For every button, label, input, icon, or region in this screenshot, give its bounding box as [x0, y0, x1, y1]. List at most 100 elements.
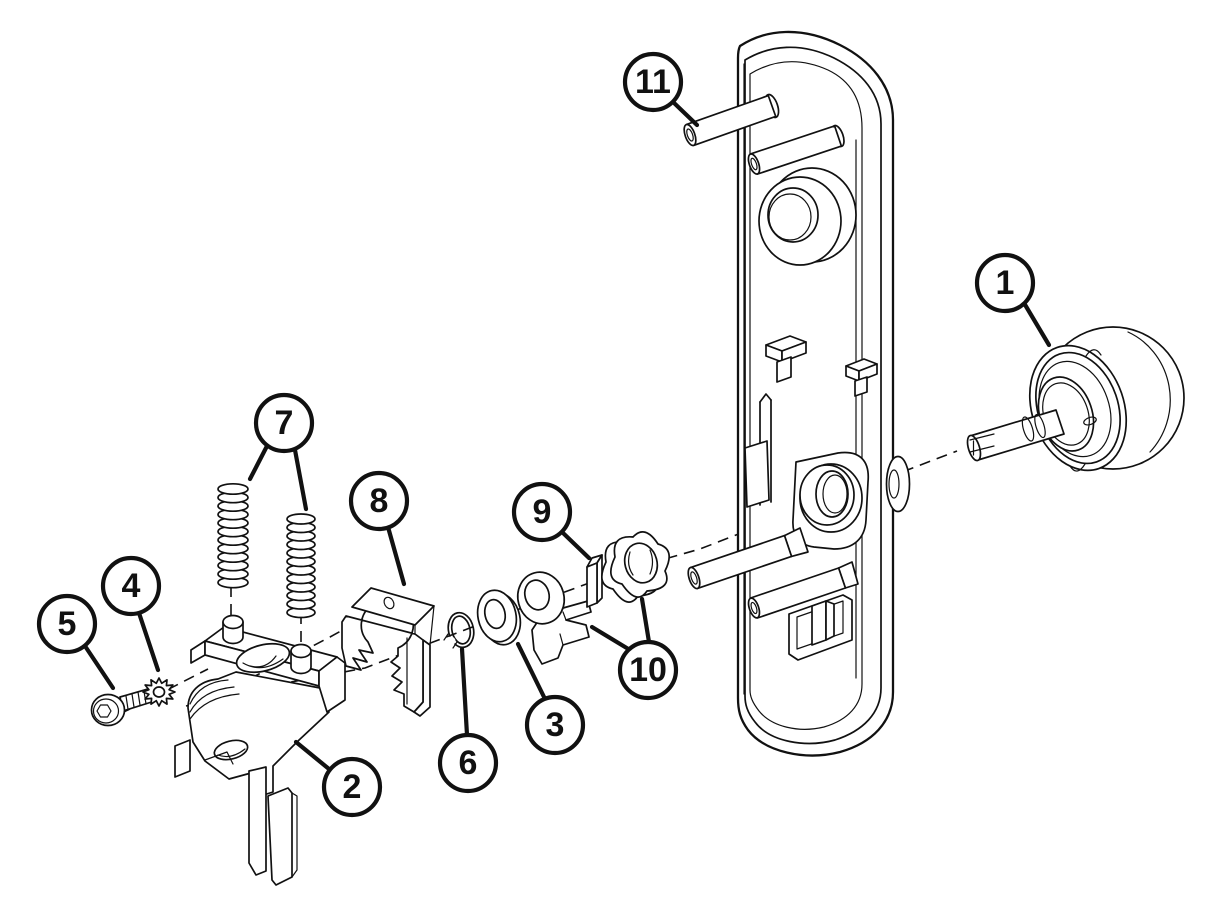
knob-catch-pin: [1083, 416, 1097, 426]
plate-rim-inner-outline: [744, 46, 882, 745]
bracket-foot-slab: [267, 787, 293, 886]
bracket-body: [187, 671, 330, 800]
callout-10-leader: [589, 624, 633, 653]
escutcheon-plate: [683, 30, 911, 757]
bracket-cam-slot: [235, 642, 291, 674]
callout-5-bubble: [36, 593, 98, 655]
screw-hex-socket: [96, 704, 112, 718]
callout-4-bubble: [100, 555, 162, 617]
cam-ring-hole: [523, 579, 551, 611]
callout-7-leader: [247, 443, 270, 482]
cylinder-collar-boss: [758, 167, 857, 266]
callout-8-number: 8: [370, 482, 389, 520]
callout-1-bubble: [974, 252, 1036, 314]
rose-tab-top: [1085, 349, 1102, 357]
coil-spring-right: [286, 513, 316, 619]
side-wall-hole: [885, 455, 911, 513]
callout-1-number: 1: [996, 264, 1015, 302]
callout-7-leader: [292, 447, 309, 512]
bracket-oval-hole: [213, 739, 249, 761]
spindle-step-ring-1: [1021, 416, 1035, 442]
callout-7-bubble: [253, 392, 315, 454]
callout-1: 1: [974, 252, 1052, 348]
callout-9: 9: [511, 481, 592, 561]
callout-10-number: 10: [629, 651, 667, 689]
bracket-top-plate-left-wing: [190, 640, 206, 664]
retractor-hole: [383, 596, 395, 610]
star-washer-hole: [152, 686, 166, 698]
callout-11-leader: [669, 98, 700, 128]
spring-clip: [600, 531, 671, 603]
plate-channel-rib: [744, 393, 772, 508]
callout-4-leader: [136, 610, 161, 673]
callout-8: 8: [348, 470, 410, 587]
plate-cavity-outline: [749, 61, 863, 730]
callout-7-number: 7: [275, 404, 294, 442]
callout-2-number: 2: [343, 768, 362, 806]
callout-5: 5: [36, 593, 116, 691]
callout-layer: 1 2 3 4 5 6 7 8 9 10 11: [36, 51, 1052, 818]
screw-thread-lines: [125, 688, 153, 710]
callout-9-number: 9: [533, 493, 552, 531]
rose-tab-bottom: [1069, 463, 1086, 472]
bracket-cam-slot-ramp: [242, 655, 284, 669]
retractor-plate: [341, 587, 435, 717]
callout-6: 6: [437, 646, 499, 794]
cam-tab-edges: [559, 611, 567, 646]
callout-4-number: 4: [122, 567, 141, 605]
plate-clip-upper-right: [845, 358, 878, 397]
callout-6-leader: [459, 646, 470, 738]
callout-4: 4: [100, 555, 162, 673]
callout-5-number: 5: [58, 605, 77, 643]
callout-8-leader: [385, 524, 407, 587]
knob-spindle-shaft: [969, 409, 1065, 461]
spindle-step-ring-2: [1034, 413, 1046, 439]
star-lock-washer: [142, 677, 176, 707]
mounting-post-top-right: [747, 124, 845, 175]
callout-3-bubble: [524, 694, 586, 756]
callout-6-number: 6: [459, 744, 478, 782]
knob-assembly: [966, 326, 1185, 472]
bracket-hump-ridges: [189, 679, 240, 720]
callout-7: 7: [247, 392, 315, 512]
bracket-peg-right: [290, 643, 312, 675]
callout-8-bubble: [348, 470, 410, 532]
callout-3: 3: [515, 641, 586, 756]
retaining-ring: [443, 611, 475, 649]
bracket-bevel: [204, 751, 234, 765]
callout-10-bubble: [617, 639, 679, 701]
callout-2: 2: [293, 739, 383, 818]
spindle-hub-boss: [792, 451, 870, 550]
mounting-post-bottom-left: [687, 527, 809, 590]
bracket-foot-back-edge: [291, 792, 298, 878]
callout-10-leader: [639, 596, 652, 645]
chassis-bracket: [174, 614, 346, 886]
callout-10: 10: [589, 596, 679, 701]
bracket-peg-left: [222, 614, 244, 645]
screw-head-rim: [92, 698, 120, 724]
screw-axis-dashed-line: [119, 668, 209, 715]
spindle-slot: [969, 433, 995, 456]
spacer-bar: [586, 554, 603, 608]
flat-washer: [476, 589, 522, 646]
spring-clip-opening: [623, 542, 659, 584]
coil-spring-left: [217, 482, 249, 589]
callout-11-number: 11: [635, 63, 671, 101]
callout-2-leader: [293, 739, 332, 772]
knob-face-arc: [1127, 331, 1171, 453]
callout-1-leader: [1021, 300, 1052, 348]
cam-plate: [516, 571, 592, 665]
callout-3-number: 3: [546, 706, 565, 744]
plate-clip-lower-frame: [788, 594, 853, 661]
callout-6-bubble: [437, 732, 499, 794]
callout-5-leader: [82, 643, 116, 691]
callout-3-leader: [515, 641, 548, 702]
bracket-side-hole: [174, 739, 191, 778]
callout-11-bubble: [622, 51, 684, 113]
plate-clip-upper-left: [765, 335, 807, 383]
mounting-post-bottom-right: [747, 561, 859, 619]
bracket-oval-hole-depth: [217, 748, 246, 758]
callout-9-bubble: [511, 481, 573, 543]
